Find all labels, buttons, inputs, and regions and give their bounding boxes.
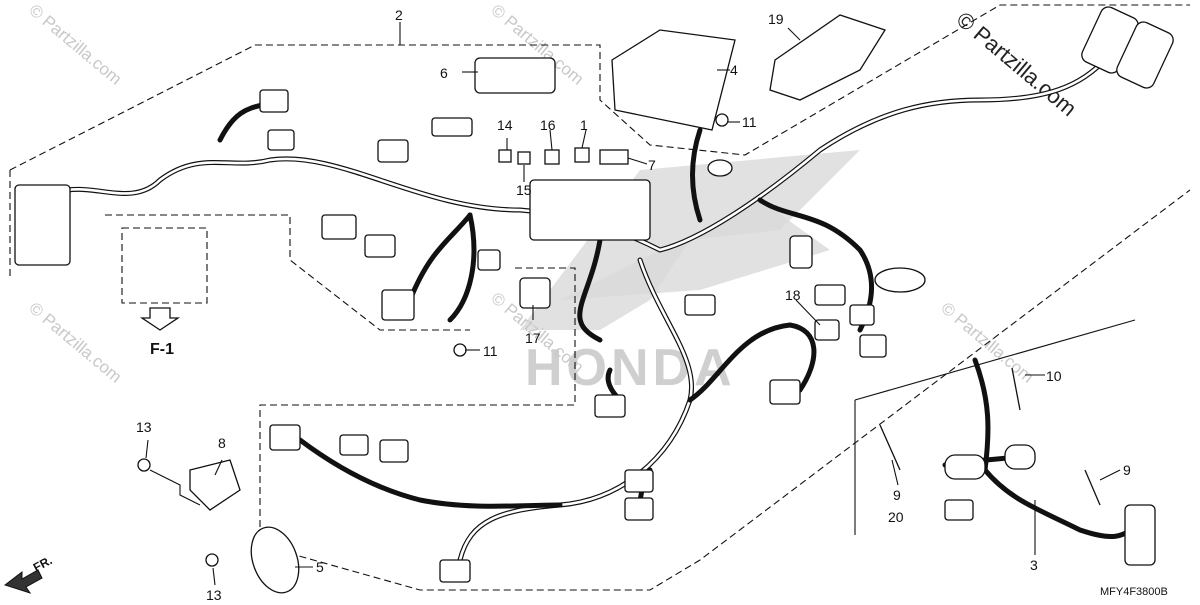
callout-11: 11: [483, 343, 498, 359]
terminal: [707, 159, 733, 177]
front-direction-arrow-icon: FR.: [3, 553, 55, 594]
sub-connector: [1004, 444, 1036, 470]
coupler: [684, 294, 716, 316]
canister: [789, 235, 813, 269]
item-8-bracket: [189, 459, 241, 511]
coupler: [769, 379, 801, 405]
watermark: © Partzilla.com: [25, 1, 125, 89]
coupler: [321, 214, 357, 240]
connectors: [14, 6, 1174, 583]
reference-arrow-icon: [139, 307, 181, 331]
callout-19: 18: [785, 287, 801, 303]
sub-connector: [944, 454, 986, 480]
coupler: [381, 289, 415, 321]
callout-21: 20: [888, 509, 904, 525]
item-17: [544, 149, 560, 165]
reference-label: F-1: [150, 341, 174, 358]
callout-13: 13: [206, 587, 222, 603]
left-connector-block: [14, 184, 71, 266]
coupler: [594, 394, 626, 418]
item-1: [574, 147, 590, 163]
item-16: [517, 151, 531, 165]
callout-15: 14: [497, 117, 513, 133]
coupler: [364, 234, 396, 258]
callout-8: 8: [218, 435, 226, 451]
coupler: [849, 304, 875, 326]
sub-coupler: [944, 499, 974, 521]
callout-1: 1: [580, 117, 588, 133]
drawing-code: MFY4F3800B: [1100, 586, 1168, 598]
coupler: [339, 434, 369, 456]
coupler: [269, 424, 301, 451]
callout-6: 6: [440, 65, 448, 81]
callout-12: 11: [742, 114, 757, 130]
item-9b-tie: [1084, 469, 1101, 506]
item-19: [814, 319, 840, 341]
item-13-bolt: [205, 553, 219, 567]
right-connector: [1116, 21, 1174, 89]
honda-logo-text: HONDA: [525, 339, 736, 397]
small-parts: [453, 14, 886, 357]
horn-assembly: [137, 458, 300, 594]
callout-16: 15: [516, 182, 532, 198]
item-10-tie: [1011, 367, 1021, 411]
watermark: © Partzilla.com: [25, 299, 125, 387]
callout-7: 7: [648, 157, 656, 173]
item-7: [599, 149, 629, 165]
callout-18: 17: [525, 330, 541, 346]
item-14-bolt: [137, 458, 151, 472]
callout-20: 19: [768, 11, 784, 27]
sub-connector-end: [1124, 504, 1156, 566]
central-junction: [529, 179, 651, 241]
wire-loop: [874, 267, 926, 293]
coupler: [624, 497, 654, 521]
coupler: [814, 284, 846, 306]
watermark-main: © Partzilla.com: [952, 7, 1082, 121]
callout-9b: 9: [1123, 462, 1131, 478]
item-5-horn: [250, 526, 300, 594]
coupler: [439, 559, 471, 583]
front-direction-label: FR.: [31, 553, 55, 574]
callout-14: 13: [136, 419, 152, 435]
item-6-box: [474, 57, 556, 94]
item-4-pad: [611, 29, 736, 131]
coupler: [267, 129, 295, 151]
item-12-bolt: [715, 113, 729, 127]
item-18-clamp: [519, 277, 551, 309]
item-15: [498, 149, 512, 163]
coupler: [377, 139, 409, 163]
item-20-bracket: [769, 14, 886, 101]
coupler: [624, 469, 654, 493]
coupler: [431, 117, 473, 137]
item-11-bolt: [453, 343, 467, 357]
coupler: [859, 334, 887, 358]
callout-9: 9: [893, 487, 901, 503]
sub-harness-3: [854, 319, 1156, 566]
coupler: [477, 249, 501, 271]
top-coupler: [259, 89, 289, 113]
callout-4: 4: [730, 62, 738, 78]
callout-5: 5: [316, 559, 324, 575]
leader-lines: [145, 27, 1121, 586]
callout-10: 10: [1046, 368, 1062, 384]
callout-3: 3: [1030, 557, 1038, 573]
callout-17: 16: [540, 117, 556, 133]
callouts: 2 6 4 19 11 14 16 1 7 15 11 17 18 10 9 9…: [136, 7, 1168, 603]
item-9-tie: [879, 424, 901, 471]
callout-2: 2: [395, 7, 403, 23]
coupler: [379, 439, 409, 463]
